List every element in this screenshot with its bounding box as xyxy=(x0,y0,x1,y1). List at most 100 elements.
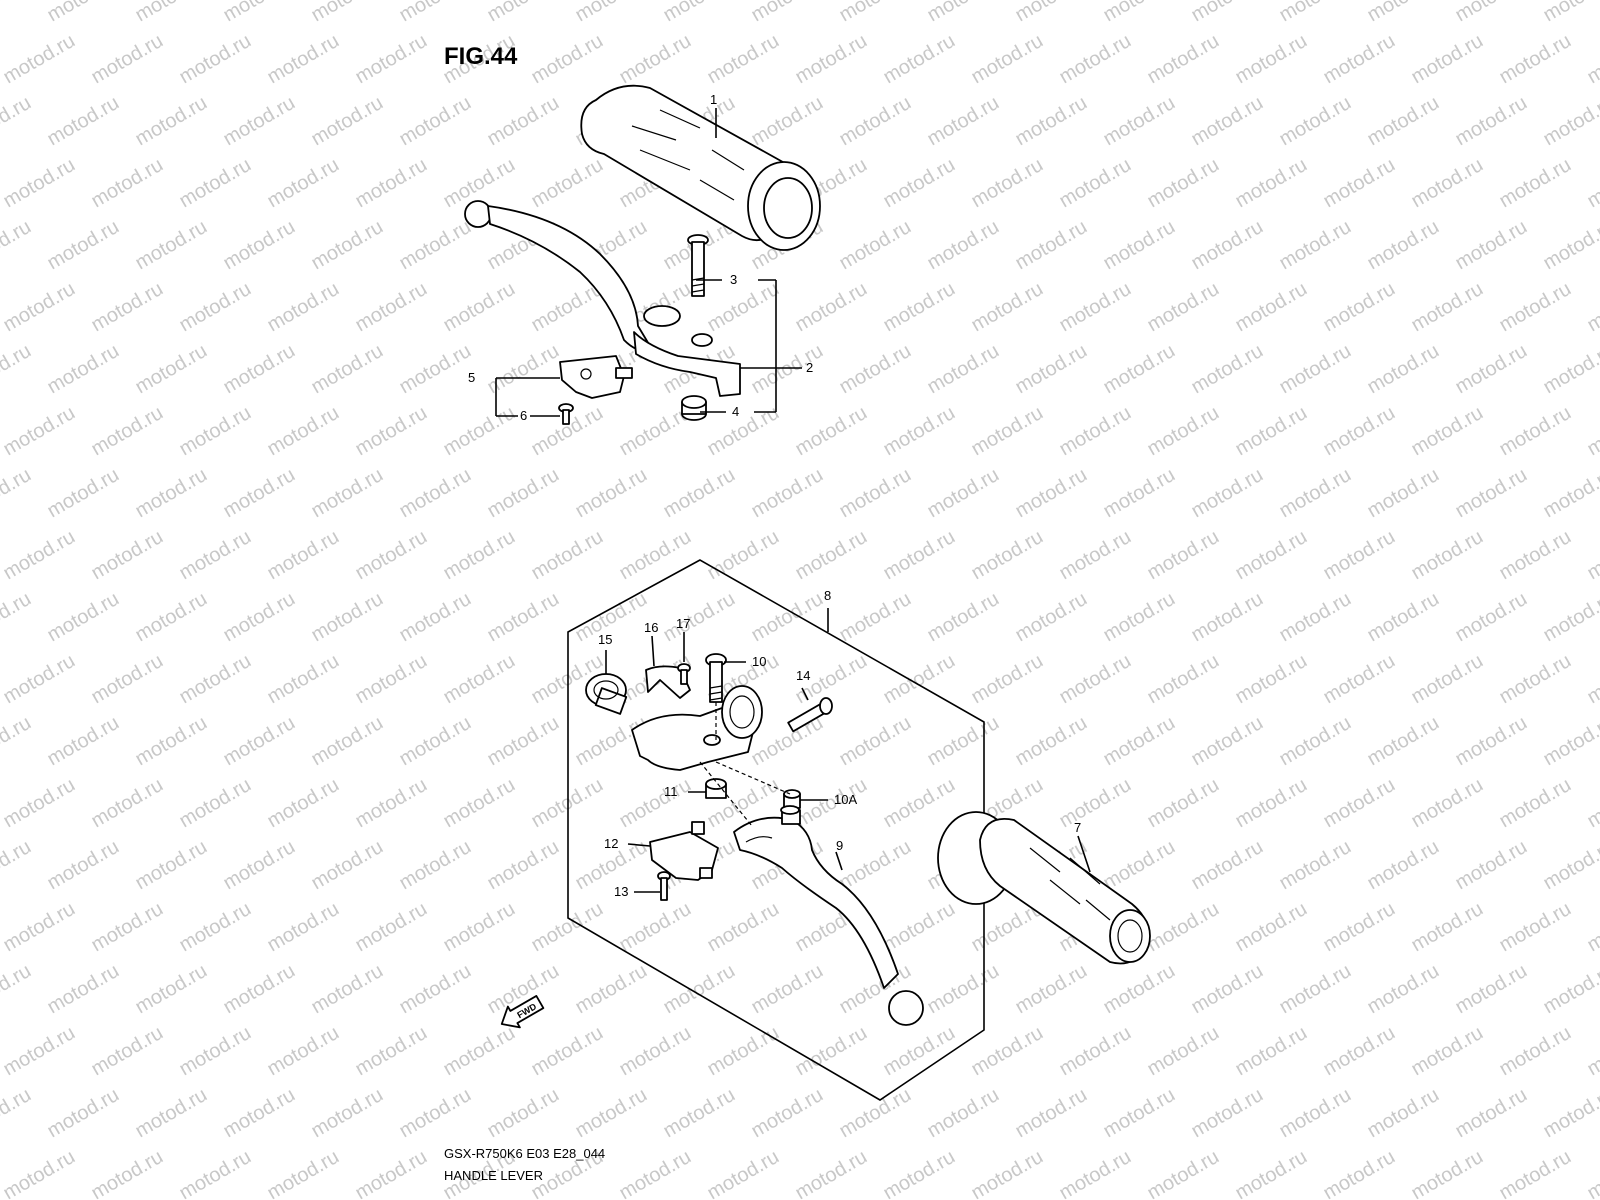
watermark-text: motod.ru xyxy=(660,0,739,26)
watermark-text: motod.ru xyxy=(176,278,255,337)
callout-11: 11 xyxy=(664,784,678,799)
lower-collar-10a xyxy=(780,789,801,825)
lower-spring-16 xyxy=(645,665,691,699)
watermark-text: motod.ru xyxy=(1496,154,1575,213)
watermark-text: motod.ru xyxy=(1364,0,1443,26)
watermark-text: motod.ru xyxy=(748,0,827,26)
watermark-text: motod.ru xyxy=(0,774,79,833)
watermark-text: motod.ru xyxy=(748,588,827,647)
watermark-text: motod.ru xyxy=(1320,402,1399,461)
watermark-text: motod.ru xyxy=(396,836,475,895)
watermark-text: motod.ru xyxy=(0,960,35,1019)
watermark-text: motod.ru xyxy=(220,464,299,523)
watermark-text: motod.ru xyxy=(1232,402,1311,461)
watermark-text: motod.ru xyxy=(704,898,783,957)
watermark-text: motod.ru xyxy=(0,712,35,771)
watermark-text: motod.ru xyxy=(220,836,299,895)
watermark-text: motod.ru xyxy=(1408,154,1487,213)
watermark-text: motod.ru xyxy=(352,278,431,337)
watermark-text: motod.ru xyxy=(1144,898,1223,957)
watermark-text: motod.ru xyxy=(1496,774,1575,833)
lower-callouts: 7 8 9 10 10A 11 12 13 14 15 16 17 xyxy=(598,588,1081,899)
watermark-text: motod.ru xyxy=(1056,526,1135,585)
watermark-text: motod.ru xyxy=(880,402,959,461)
watermark-text: motod.ru xyxy=(1408,898,1487,957)
watermark-text: motod.ru xyxy=(1496,898,1575,957)
watermark-text: motod.ru xyxy=(132,588,211,647)
lower-adjuster-15 xyxy=(585,673,628,715)
assembly-outline-box xyxy=(567,559,985,1101)
watermark-text: motod.ru xyxy=(1452,0,1531,26)
watermark-text: motod.ru xyxy=(616,526,695,585)
watermark-text: motod.ru xyxy=(968,30,1047,89)
watermark-text: motod.ru xyxy=(1320,898,1399,957)
watermark-text: motod.ru xyxy=(264,1022,343,1081)
upper-switch-screw xyxy=(558,403,574,425)
watermark-text: motod.ru xyxy=(1364,588,1443,647)
watermark-text: motod.ru xyxy=(220,340,299,399)
watermark-text: motod.ru xyxy=(1100,92,1179,151)
watermark-text: motod.ru xyxy=(0,588,35,647)
watermark-text: motod.ru xyxy=(1100,712,1179,771)
watermark-text: motod.ru xyxy=(0,898,79,957)
watermark-text: motod.ru xyxy=(396,960,475,1019)
watermark-text: motod.ru xyxy=(1100,216,1179,275)
watermark-text: motod.ru xyxy=(396,712,475,771)
watermark-text: motod.ru xyxy=(88,30,167,89)
watermark-text: motod.ru xyxy=(1320,1146,1399,1200)
watermark-text: motod.ru xyxy=(1276,340,1355,399)
watermark-text: motod.ru xyxy=(0,836,35,895)
watermark-text: motod.ru xyxy=(1100,464,1179,523)
watermark-text: motod.ru xyxy=(0,216,35,275)
watermark-text: motod.ru xyxy=(1144,1022,1223,1081)
watermark-text: motod.ru xyxy=(1012,340,1091,399)
watermark-text: motod.ru xyxy=(748,960,827,1019)
watermark-text: motod.ru xyxy=(88,402,167,461)
watermark-text: motod.ru xyxy=(220,712,299,771)
watermark-text: motod.ru xyxy=(1452,712,1531,771)
watermark-text: motod.ru xyxy=(704,1022,783,1081)
watermark-text: motod.ru xyxy=(176,402,255,461)
watermark-text: motod.ru xyxy=(528,898,607,957)
watermark-text: motod.ru xyxy=(704,278,783,337)
lower-bolt-14 xyxy=(787,697,833,733)
watermark-text: motod.ru xyxy=(1452,340,1531,399)
watermark-text: motod.ru xyxy=(968,402,1047,461)
watermark-text: motod.ru xyxy=(484,1084,563,1143)
watermark-text: motod.ru xyxy=(1496,402,1575,461)
watermark-text: motod.ru xyxy=(880,898,959,957)
watermark-text: motod.ru xyxy=(176,154,255,213)
callout-17: 17 xyxy=(676,616,690,631)
watermark-text: motod.ru xyxy=(1188,464,1267,523)
watermark-text: motod.ru xyxy=(396,216,475,275)
watermark-text: motod.ru xyxy=(88,1146,167,1200)
watermark-text: motod.ru xyxy=(440,526,519,585)
watermark-text: motod.ru xyxy=(880,526,959,585)
watermark-text: motod.ru xyxy=(396,92,475,151)
watermark-text: motod.ru xyxy=(132,0,211,26)
watermark-text: motod.ru xyxy=(1496,30,1575,89)
watermark-text: motod.ru xyxy=(792,402,871,461)
watermark-text: motod.ru xyxy=(308,712,387,771)
watermark-text: motod.ru xyxy=(220,92,299,151)
watermark-text: motod.ru xyxy=(352,402,431,461)
watermark-text: motod.ru xyxy=(132,464,211,523)
watermark-text: motod.ru xyxy=(88,898,167,957)
watermark-text: motod.ru xyxy=(1012,464,1091,523)
watermark-text: motod.ru xyxy=(528,1022,607,1081)
watermark-text: motod.ru xyxy=(528,30,607,89)
watermark-text: motod.ru xyxy=(308,0,387,26)
watermark-text: motod.ru xyxy=(176,526,255,585)
watermark-text: motod.ru xyxy=(1232,1146,1311,1200)
watermark-text: motod.ru xyxy=(1584,526,1600,585)
watermark-text: motod.ru xyxy=(264,526,343,585)
watermark-text: motod.ru xyxy=(352,30,431,89)
watermark-text: motod.ru xyxy=(1012,1084,1091,1143)
watermark-text: motod.ru xyxy=(1232,774,1311,833)
watermark-text: motod.ru xyxy=(1496,278,1575,337)
callout-9: 9 xyxy=(836,838,843,853)
watermark-text: motod.ru xyxy=(176,898,255,957)
watermark-text: motod.ru xyxy=(1012,92,1091,151)
watermark-text: motod.ru xyxy=(1584,774,1600,833)
watermark-text: motod.ru xyxy=(1188,588,1267,647)
